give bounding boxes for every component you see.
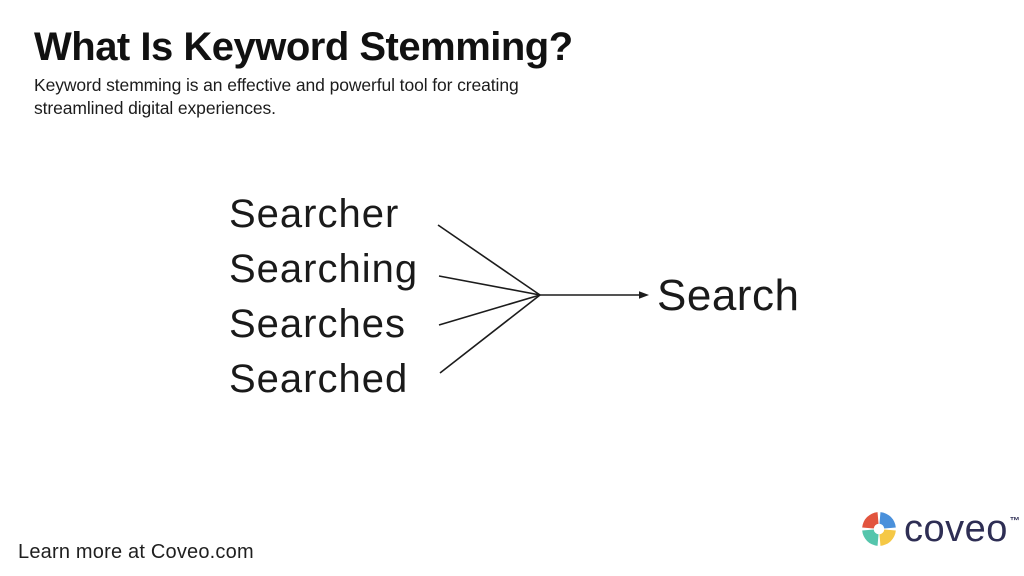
variant-word-searching: Searching xyxy=(229,247,419,291)
logo-petal-blue xyxy=(879,512,896,529)
stem-arrowhead-icon xyxy=(639,291,649,299)
coveo-wordmark: coveo xyxy=(904,508,1008,550)
logo-petal-yellow xyxy=(879,529,896,546)
line-from-searched xyxy=(439,294,541,374)
line-from-searching xyxy=(438,275,541,296)
variant-word-searches: Searches xyxy=(229,302,406,346)
variant-word-searched: Searched xyxy=(229,357,409,401)
logo-petal-teal xyxy=(862,529,879,546)
line-from-searches xyxy=(438,294,541,326)
learn-more-text: Learn more at Coveo.com xyxy=(18,541,254,563)
page-subtitle: Keyword stemming is an effective and pow… xyxy=(34,74,519,120)
subtitle-line-2: streamlined digital experiences. xyxy=(34,98,276,118)
coveo-logo: coveo ™ xyxy=(860,510,1020,548)
coveo-logo-mark-icon xyxy=(862,512,896,546)
stem-word: Search xyxy=(657,271,800,320)
logo-petal-red xyxy=(862,512,879,529)
variant-word-searcher: Searcher xyxy=(229,192,400,236)
subtitle-line-1: Keyword stemming is an effective and pow… xyxy=(34,75,519,95)
variant-word-list: Searcher Searching Searches Searched xyxy=(229,187,418,407)
page-title: What Is Keyword Stemming? xyxy=(34,25,573,69)
line-from-searcher xyxy=(437,224,541,296)
trademark-symbol: ™ xyxy=(1009,516,1020,527)
